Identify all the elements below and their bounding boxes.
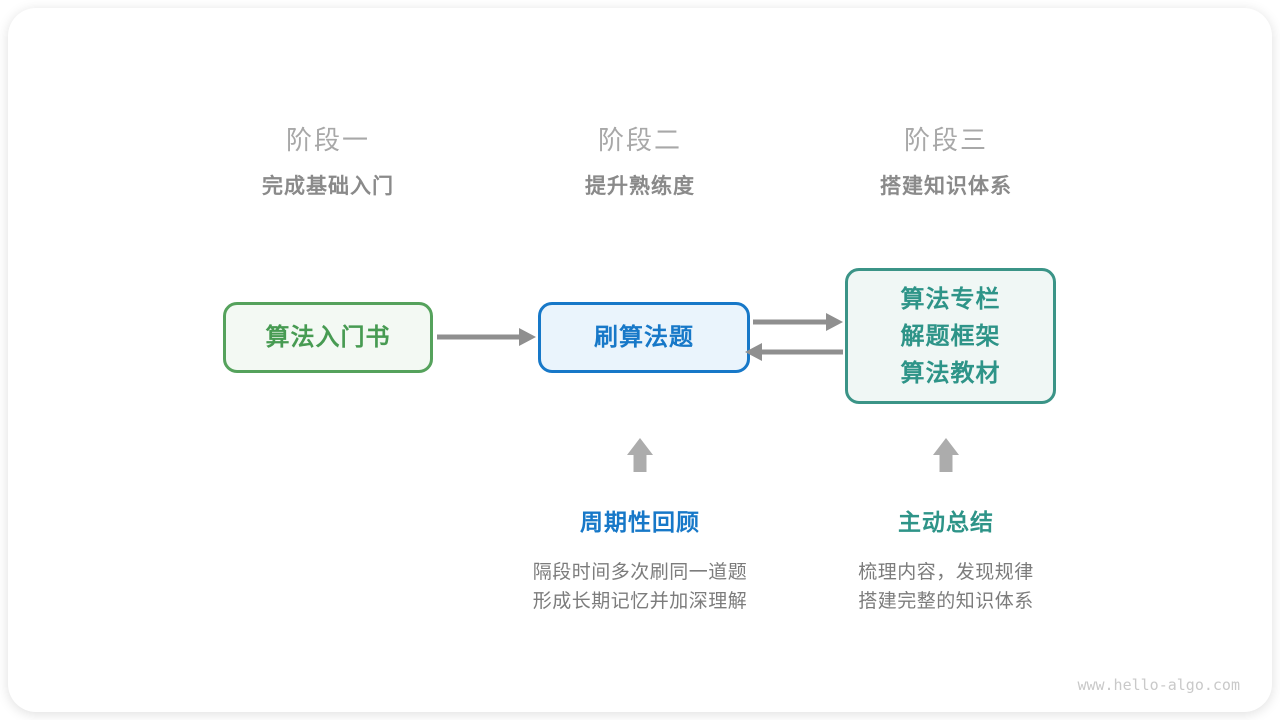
annotation-periodic-review: 周期性回顾 隔段时间多次刷同一道题 形成长期记忆并加深理解	[480, 508, 800, 616]
stage-1-subtitle: 完成基础入门	[262, 175, 394, 198]
arrow-practice-to-resources	[753, 313, 843, 331]
node-knowledge-resources: 算法专栏 解题框架 算法教材	[845, 268, 1056, 404]
annotation-active-summary: 主动总结 梳理内容，发现规律 搭建完整的知识体系	[786, 508, 1106, 616]
node-intro-book: 算法入门书	[223, 302, 433, 373]
stage-2-subtitle: 提升熟练度	[585, 175, 695, 198]
annotation-periodic-review-line-1: 隔段时间多次刷同一道题	[532, 562, 748, 583]
annotation-periodic-review-title: 周期性回顾	[580, 509, 700, 535]
annotation-periodic-review-desc: 隔段时间多次刷同一道题 形成长期记忆并加深理解	[480, 558, 800, 616]
stage-3-subtitle: 搭建知识体系	[880, 175, 1012, 198]
annotation-active-summary-line-2: 搭建完整的知识体系	[858, 591, 1034, 612]
arrow-intro-to-practice	[437, 328, 536, 346]
annotation-periodic-review-line-2: 形成长期记忆并加深理解	[532, 591, 748, 612]
up-arrow-periodic-review	[627, 438, 653, 472]
stage-1-header: 阶段一 完成基础入门	[168, 124, 488, 200]
node-resources-line-1: 算法专栏	[900, 285, 1001, 313]
stage-3-header: 阶段三 搭建知识体系	[786, 124, 1106, 200]
site-watermark: www.hello-algo.com	[1077, 676, 1240, 694]
node-intro-book-label: 算法入门书	[265, 324, 391, 351]
stage-2-header: 阶段二 提升熟练度	[480, 124, 800, 200]
stage-3-title: 阶段三	[903, 125, 988, 155]
up-arrow-active-summary	[933, 438, 959, 472]
annotation-active-summary-desc: 梳理内容，发现规律 搭建完整的知识体系	[786, 558, 1106, 616]
annotation-active-summary-title: 主动总结	[898, 509, 994, 535]
diagram-card: 阶段一 完成基础入门 阶段二 提升熟练度 阶段三 搭建知识体系 算法入门书 刷算…	[8, 8, 1272, 712]
annotation-active-summary-line-1: 梳理内容，发现规律	[858, 562, 1034, 583]
stage-2-title: 阶段二	[597, 125, 682, 155]
node-resources-line-3: 算法教材	[900, 359, 1001, 387]
node-practice-problems-label: 刷算法题	[594, 324, 694, 351]
node-resources-line-2: 解题框架	[900, 322, 1001, 350]
stage-1-title: 阶段一	[285, 125, 370, 155]
arrow-resources-to-practice	[745, 343, 843, 361]
node-practice-problems: 刷算法题	[538, 302, 750, 373]
